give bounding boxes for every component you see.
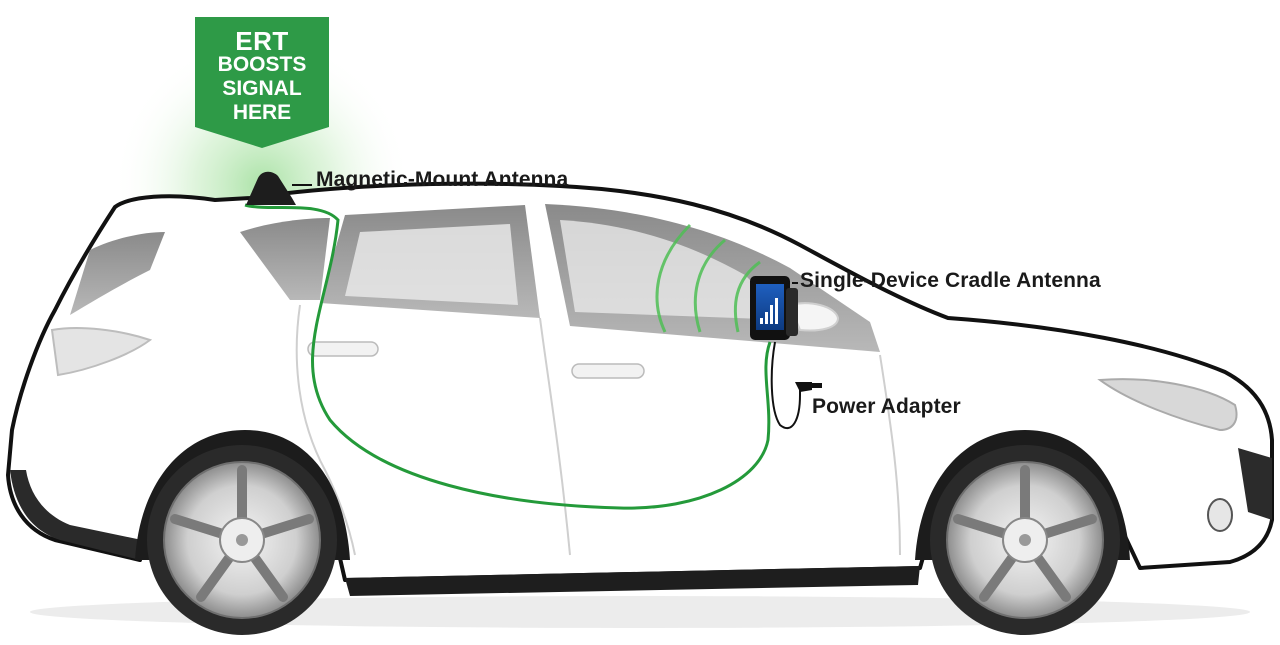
cradle-phone-icon — [750, 276, 798, 340]
magnetic-antenna-icon — [246, 171, 296, 205]
badge-text: ERT BOOSTS SIGNAL HERE — [195, 26, 329, 125]
ground-shadow — [30, 596, 1250, 628]
label-single-device-cradle-antenna: Single-Device Cradle Antenna — [800, 269, 1101, 292]
head-light — [1097, 378, 1238, 432]
badge-line-1: ERT — [235, 26, 289, 56]
rear-quarter-window — [240, 218, 330, 300]
label-power-adapter: Power Adapter — [812, 395, 961, 418]
window-reflection-front — [560, 220, 790, 320]
rear-glass — [70, 232, 165, 315]
ert-badge: ERT BOOSTS SIGNAL HERE — [195, 17, 329, 148]
front-grille — [1238, 448, 1272, 520]
door-seam — [295, 304, 356, 556]
antenna-cable — [244, 203, 772, 510]
badge-shape — [195, 17, 329, 148]
rear-bumper — [10, 470, 142, 560]
door-seam-mid — [539, 317, 571, 556]
side-sill — [345, 566, 920, 596]
power-adapter-icon — [795, 382, 822, 392]
front-wheel — [930, 445, 1120, 635]
rear-wheel — [147, 445, 337, 635]
door-seam-front — [879, 354, 901, 556]
signal-waves — [655, 223, 761, 333]
power-cable — [770, 341, 801, 430]
rear-door-handle — [307, 341, 379, 357]
tail-light — [50, 327, 153, 377]
badge-line-4: HERE — [232, 101, 292, 124]
label-magnetic-mount-antenna: Magnetic-Mount Antenna — [316, 168, 569, 191]
badge-line-2: BOOSTS — [217, 53, 307, 76]
badge-line-3: SIGNAL — [222, 77, 302, 100]
front-door-handle — [571, 363, 645, 379]
fog-light — [1207, 498, 1233, 532]
side-mirror — [788, 302, 840, 332]
window-reflection — [345, 224, 518, 305]
